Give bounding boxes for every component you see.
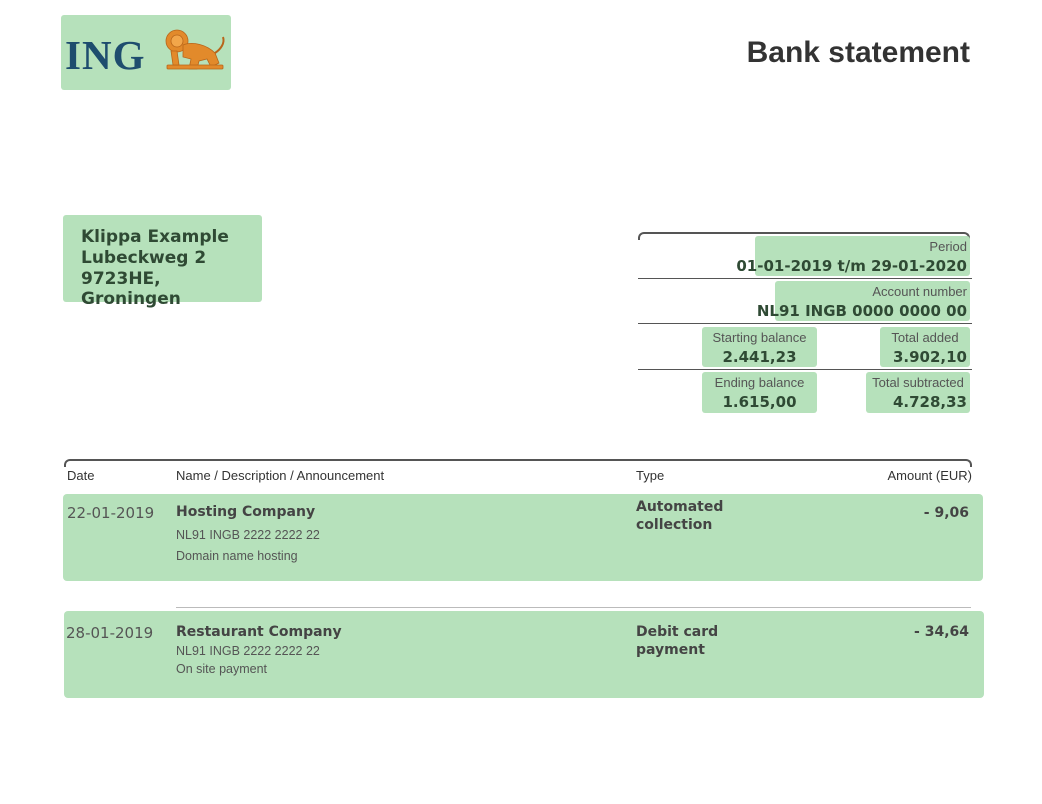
total-subtracted-field: Total subtracted 4.728,33 — [866, 372, 970, 413]
summary-divider — [638, 323, 972, 324]
transaction-description: Domain name hosting — [176, 549, 298, 563]
ending-balance-value: 1.615,00 — [722, 393, 797, 411]
account-number-field: Account number NL91 INGB 0000 0000 00 — [757, 281, 970, 321]
customer-name: Klippa Example — [81, 227, 229, 247]
total-subtracted-value: 4.728,33 — [892, 393, 967, 411]
transaction-amount: - 9,06 — [923, 505, 969, 521]
account-number-label: Account number — [872, 284, 967, 299]
page-title: Bank statement — [746, 36, 970, 69]
total-added-value: 3.902,10 — [892, 348, 967, 366]
period-value: 01-01-2019 t/m 29-01-2020 — [736, 257, 967, 275]
column-header-type: Type — [636, 468, 665, 483]
column-header-date: Date — [67, 468, 95, 483]
total-subtracted-label: Total subtracted — [872, 375, 964, 390]
customer-street: Lubeckweg 2 — [81, 248, 207, 268]
column-header-name: Name / Description / Announcement — [176, 468, 385, 483]
total-added-label: Total added — [891, 330, 959, 345]
logo-text: ING — [65, 32, 146, 78]
period-label: Period — [929, 239, 967, 254]
lion-icon — [165, 29, 225, 70]
row-divider — [176, 607, 971, 608]
starting-balance-label: Starting balance — [712, 330, 807, 345]
customer-city: 9723HE, Groningen — [81, 269, 181, 309]
transaction-name: Restaurant Company — [176, 624, 342, 640]
ending-balance-field: Ending balance 1.615,00 — [702, 372, 817, 413]
transaction-date: 28-01-2019 — [66, 624, 154, 642]
starting-balance-field: Starting balance 2.441,23 — [702, 327, 817, 367]
transaction-iban: NL91 INGB 2222 2222 22 — [176, 644, 320, 658]
transaction-description: On site payment — [176, 662, 268, 676]
transaction-name: Hosting Company — [176, 504, 316, 520]
starting-balance-value: 2.441,23 — [722, 348, 797, 366]
summary-divider — [638, 369, 972, 370]
column-header-amount: Amount (EUR) — [887, 468, 972, 483]
transaction-amount: - 34,64 — [914, 624, 969, 640]
logo: ING — [61, 15, 231, 90]
table-row: 22-01-2019 Hosting Company NL91 INGB 222… — [63, 494, 983, 581]
ending-balance-label: Ending balance — [714, 375, 805, 390]
customer-address: Klippa Example Lubeckweg 2 9723HE, Groni… — [63, 215, 262, 309]
table-row: 28-01-2019 Restaurant Company NL91 INGB … — [64, 611, 984, 698]
account-number-value: NL91 INGB 0000 0000 00 — [756, 302, 967, 320]
total-added-field: Total added 3.902,10 — [880, 327, 970, 367]
transaction-iban: NL91 INGB 2222 2222 22 — [176, 528, 320, 542]
transaction-type: Automated collection — [636, 499, 724, 533]
table-top-border — [64, 459, 972, 467]
summary-divider — [638, 278, 972, 279]
transaction-type: Debit card payment — [636, 624, 719, 658]
period-field: Period 01-01-2019 t/m 29-01-2020 — [736, 236, 970, 276]
transaction-date: 22-01-2019 — [67, 504, 155, 522]
